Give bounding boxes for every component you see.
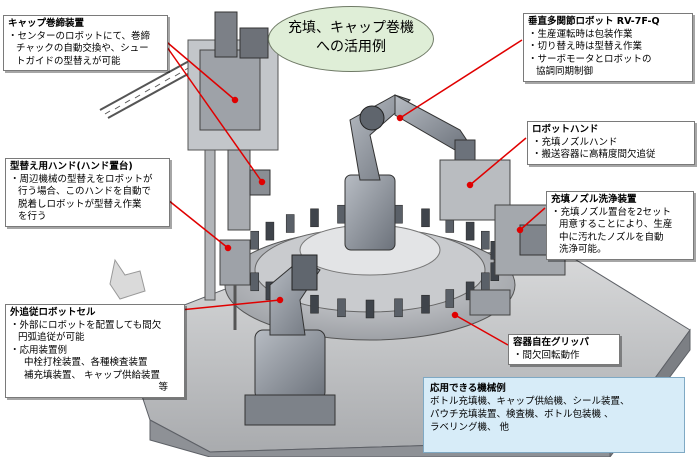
callout-line: 洗浄可能。 bbox=[559, 244, 607, 255]
callout-robot-hand: ロボットハンド ・充填ノズルハンド ・搬送容器に高精度間欠追従 bbox=[527, 121, 695, 165]
callout-line: 補充填装置、 キャップ供給装置 bbox=[24, 369, 161, 381]
callout-line: ・外部にロボットを配置しても間欠 bbox=[10, 319, 162, 331]
callout-line: 中に汚れたノズルを自動 bbox=[559, 231, 664, 243]
callout-line: ・充填ノズル置台を2セット bbox=[551, 206, 672, 218]
callout-cap-winder: キャップ巻締装置 ・センターのロボットにて、巻締 チャックの自動交換や、シュー … bbox=[3, 15, 168, 71]
nozzle bbox=[421, 294, 430, 314]
applications-box: 応用できる機械例 ボトル充填機、キャップ供給機、シール装置、 パウチ充填装置、検… bbox=[423, 377, 685, 453]
callout-line: ・センターのロボットにて、巻締 bbox=[8, 30, 151, 42]
callout-line: ・切り替え時は型替え作業 bbox=[528, 41, 643, 52]
applications-line: ボトル充填機、キャップ供給機、シール装置、 bbox=[430, 396, 630, 407]
nozzle bbox=[265, 221, 275, 241]
callout-title: 容器自在グリッパ bbox=[513, 337, 590, 348]
nozzle bbox=[481, 230, 490, 250]
applications-title: 応用できる機械例 bbox=[430, 383, 506, 394]
nozzle bbox=[445, 289, 455, 308]
cap-winder-tower bbox=[187, 11, 279, 301]
title-line-2: への活用例 bbox=[316, 39, 386, 55]
title-ellipse: 充填、キャップ巻機 への活用例 bbox=[268, 6, 434, 72]
callout-title: 型替え用ハンド(ハンド置台) bbox=[10, 161, 133, 172]
outer-robot bbox=[244, 254, 336, 426]
callout-line: 円弧追従が可能 bbox=[18, 332, 85, 343]
nozzle bbox=[365, 299, 375, 319]
nozzle bbox=[465, 221, 475, 241]
nozzle bbox=[310, 294, 319, 314]
callout-line: 中栓打栓装置、各種検査装置 bbox=[24, 357, 148, 368]
callout-nozzle-wash: 充填ノズル洗浄装置 ・充填ノズル置台を2セット 用意することにより、生産 中に汚… bbox=[546, 191, 694, 260]
callout-line: 脱着しロボットが型替え作業 bbox=[18, 198, 142, 210]
nozzle bbox=[250, 230, 259, 250]
nozzle bbox=[250, 272, 259, 292]
nozzle bbox=[421, 208, 430, 228]
callout-line: トガイドの型替えが可能 bbox=[16, 55, 121, 67]
callout-title: 充填ノズル洗浄装置 bbox=[551, 194, 637, 205]
applications-line: パウチ充填装置、検査機、ボトル包装機 、 bbox=[430, 409, 614, 420]
callout-title: 外追従ロボットセル bbox=[10, 307, 96, 318]
callout-gripper: 容器自在グリッパ ・間欠回転動作 bbox=[508, 334, 620, 365]
title-line-1: 充填、キャップ巻機 bbox=[288, 20, 414, 36]
nozzle bbox=[337, 298, 346, 318]
applications-line: ラベリング機、 他 bbox=[430, 422, 510, 433]
callout-line: を行う bbox=[18, 211, 47, 222]
callout-line: ・応用装置例 bbox=[10, 344, 68, 356]
conveyor bbox=[99, 54, 209, 300]
nozzle bbox=[337, 204, 346, 224]
callout-line: ・間欠回転動作 bbox=[513, 349, 580, 361]
nozzle bbox=[394, 298, 403, 318]
callout-line: ・充填ノズルハンド bbox=[532, 136, 618, 148]
callout-changeover-hand: 型替え用ハンド(ハンド置台) ・周辺機械の型替えをロボットが 行う場合、このハン… bbox=[5, 158, 170, 227]
callout-title: ロボットハンド bbox=[532, 124, 599, 135]
nozzle bbox=[481, 272, 490, 292]
callout-line: 行う場合、このハンドを自動で bbox=[18, 186, 152, 197]
nozzle bbox=[310, 208, 319, 228]
callout-outer-robot: 外追従ロボットセル ・外部にロボットを配置しても間欠 円弧追従が可能 ・応用装置… bbox=[5, 304, 185, 398]
callout-line: 等 bbox=[158, 382, 168, 393]
callout-line: ・サーボモータとロボットの bbox=[528, 53, 652, 65]
callout-vertical-robot: 垂直多関節ロボット RV-7F-Q ・生産運転時は包装作業 ・切り替え時は型替え… bbox=[523, 13, 693, 82]
callout-title: キャップ巻締装置 bbox=[8, 18, 85, 29]
callout-line: チャックの自動交換や、シュー bbox=[16, 43, 149, 54]
nozzle bbox=[285, 214, 295, 233]
nozzle bbox=[394, 204, 403, 224]
callout-title: 垂直多関節ロボット RV-7F-Q bbox=[528, 16, 660, 27]
callout-line: 協調同期制御 bbox=[536, 66, 594, 77]
callout-line: ・生産運転時は包装作業 bbox=[528, 28, 633, 40]
callout-line: 用意することにより、生産 bbox=[559, 219, 673, 230]
leader-lines bbox=[159, 37, 546, 346]
callout-line: ・搬送容器に高精度間欠追従 bbox=[532, 149, 656, 160]
callout-line: ・周辺機械の型替えをロボットが bbox=[10, 173, 153, 185]
